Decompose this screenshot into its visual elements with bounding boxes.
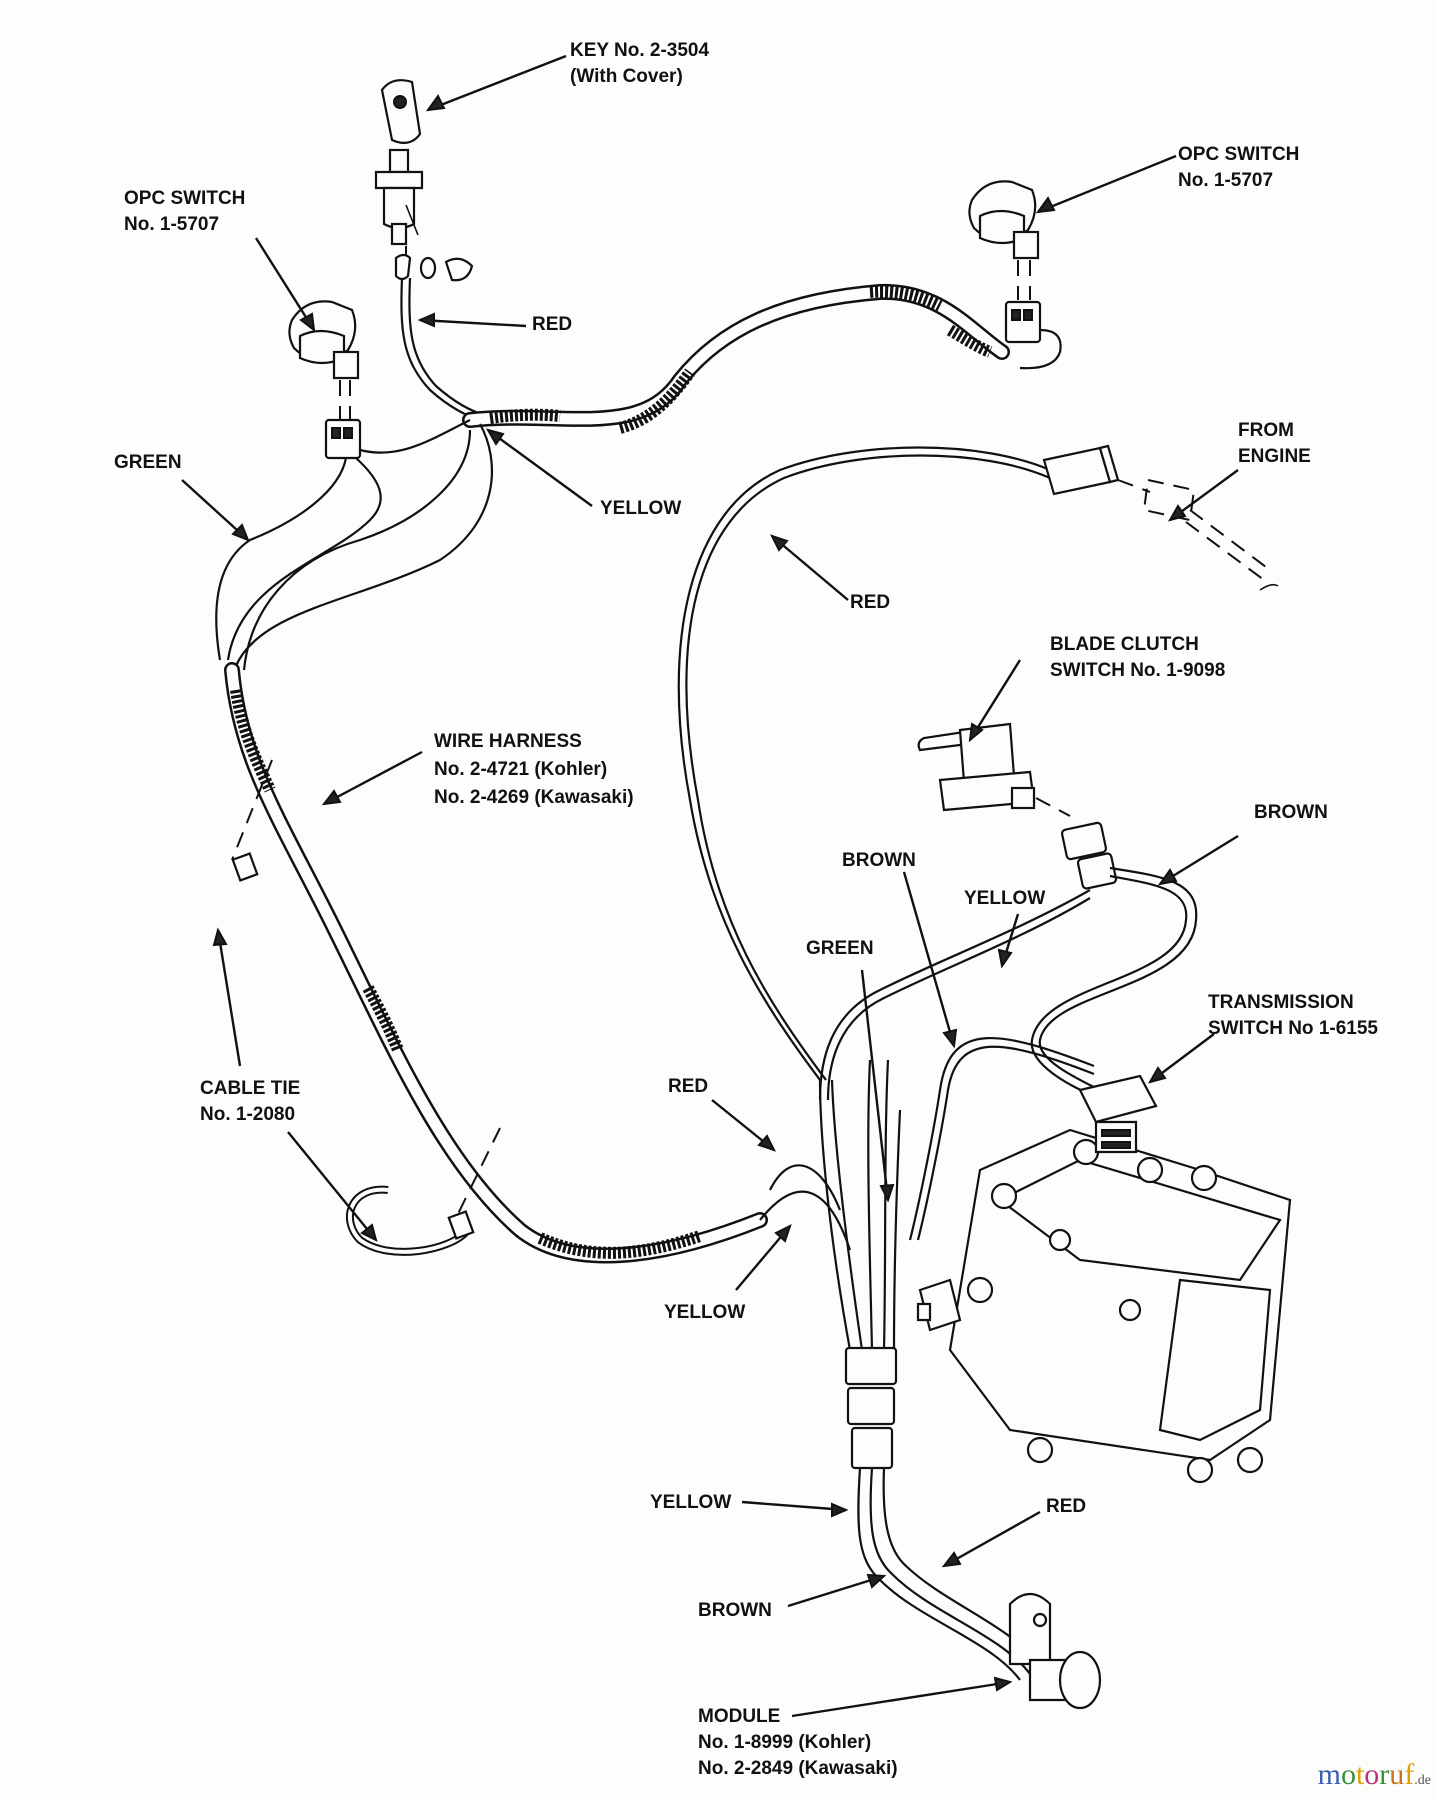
brown-bottom-label: BROWN	[698, 1600, 772, 1621]
watermark-letter: r	[1379, 1758, 1390, 1791]
cable-tie-label: CABLE TIE No. 1-2080	[200, 1076, 300, 1128]
transmission-number: SWITCH No 1-6155	[1208, 1018, 1378, 1039]
green-top-label: GREEN	[114, 452, 182, 473]
key-part-number: KEY No. 2-3504	[570, 40, 710, 61]
cable-tie-number: No. 1-2080	[200, 1104, 296, 1125]
red-wire-engine	[677, 446, 1051, 1081]
key-note: (With Cover)	[570, 66, 683, 87]
blade-clutch-number: SWITCH No. 1-9098	[1050, 660, 1226, 681]
yellow-top-label: YELLOW	[600, 498, 682, 519]
wire-harness-label: WIRE HARNESS No. 2-4721 (Kohler) No. 2-4…	[434, 728, 634, 812]
transmission-title: TRANSMISSION	[1208, 992, 1354, 1013]
cable-tie-upper	[150, 852, 259, 941]
watermark-letter: f	[1404, 1758, 1415, 1791]
watermark-tld: .de	[1414, 1773, 1431, 1788]
watermark-letter: m	[1317, 1758, 1341, 1791]
blade-clutch-label: BLADE CLUTCH SWITCH No. 1-9098	[1050, 632, 1225, 684]
transmission	[916, 1074, 1292, 1484]
red-key-label: RED	[532, 314, 573, 335]
brown-mid-label: BROWN	[842, 850, 916, 871]
leader-lines	[181, 54, 1239, 1718]
bundle-connector	[844, 1346, 898, 1470]
module-title: MODULE	[698, 1706, 781, 1727]
key-label: KEY No. 2-3504 (With Cover)	[570, 38, 709, 90]
green-mid-label: GREEN	[806, 938, 874, 959]
module-label: MODULE No. 1-8999 (Kohler) No. 2-2849 (K…	[698, 1704, 898, 1782]
red-engine-label: RED	[850, 592, 891, 613]
watermark-letter: o	[1340, 1758, 1356, 1791]
opc-switch-right-label: OPC SWITCH No. 1-5707	[1178, 142, 1299, 194]
opc-switch-left	[288, 300, 362, 460]
brown-wire-clutch	[1038, 866, 1198, 1091]
module-kohler: No. 1-8999 (Kohler)	[698, 1732, 872, 1753]
opc-left-number: No. 1-5707	[124, 214, 220, 235]
watermark-letter: t	[1355, 1758, 1365, 1791]
from-engine-label: FROM ENGINE	[1238, 418, 1311, 470]
opc-switch-right	[968, 180, 1062, 370]
blade-clutch-switch	[917, 722, 1118, 890]
wire-harness-title: WIRE HARNESS	[434, 731, 582, 752]
wire-harness-kohler: No. 2-4721 (Kohler)	[434, 759, 608, 780]
transmission-switch-label: TRANSMISSION SWITCH No 1-6155	[1208, 990, 1378, 1042]
watermark-letter: o	[1364, 1758, 1380, 1791]
yellow-low-label: YELLOW	[664, 1302, 746, 1323]
engine-connector	[1042, 444, 1279, 591]
from-engine-line2: ENGINE	[1238, 446, 1311, 467]
from-engine-line1: FROM	[1238, 420, 1294, 441]
opc-right-number: No. 1-5707	[1178, 170, 1274, 191]
motoruf-watermark: motoruf.de	[1318, 1758, 1431, 1792]
watermark-letter: u	[1389, 1758, 1405, 1791]
blade-clutch-title: BLADE CLUTCH	[1050, 634, 1199, 655]
watermark-letters: motoruf	[1318, 1758, 1415, 1791]
opc-switch-left-label: OPC SWITCH No. 1-5707	[124, 186, 245, 238]
brown-right-label: BROWN	[1254, 802, 1328, 823]
red-mid-label: RED	[668, 1076, 709, 1097]
cable-tie-lower	[345, 1185, 475, 1256]
yellow-mid-label: YELLOW	[964, 888, 1046, 909]
wire-harness-kawasaki: No. 2-4269 (Kawasaki)	[434, 787, 634, 808]
opc-left-title: OPC SWITCH	[124, 188, 246, 209]
opc-right-title: OPC SWITCH	[1178, 144, 1300, 165]
module	[1008, 1592, 1102, 1710]
cable-tie-title: CABLE TIE	[200, 1078, 301, 1099]
module-kawasaki: No. 2-2849 (Kawasaki)	[698, 1758, 898, 1779]
key-switch	[374, 79, 474, 282]
yellow-bottom-label: YELLOW	[650, 1492, 732, 1513]
red-bottom-label: RED	[1046, 1496, 1087, 1517]
